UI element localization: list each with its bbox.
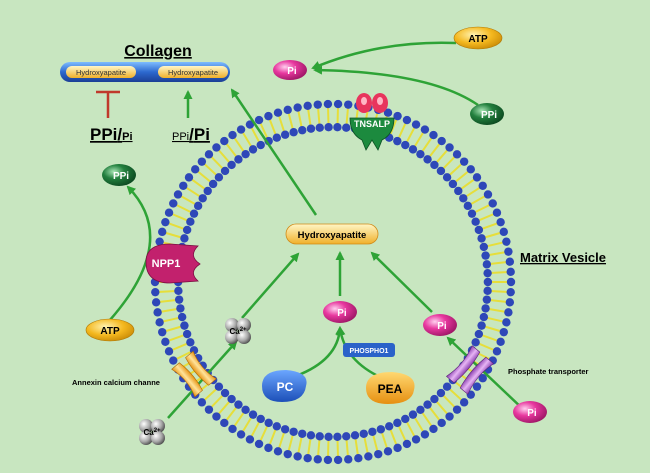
phosphate-transporter bbox=[445, 345, 495, 395]
hydroxyapatite-label-2: Hydroxyapatite bbox=[168, 68, 218, 77]
ppi-label-left: PPi bbox=[113, 171, 129, 182]
calcium-cluster-outer: Ca2+ bbox=[139, 419, 165, 445]
ppi-label-top: PPi bbox=[481, 110, 497, 121]
arrow-pi-right-to-ha bbox=[370, 251, 433, 313]
atp-molecule-left bbox=[85, 318, 135, 342]
matrix-vesicle-label: Matrix Vesicle bbox=[520, 250, 606, 265]
pi-label-outer: Pi bbox=[527, 408, 537, 419]
ppi-molecule-top bbox=[470, 103, 504, 125]
svg-text:Ca2+: Ca2+ bbox=[143, 428, 161, 437]
arrow-atp-to-ppi bbox=[109, 185, 152, 321]
atp-label-top: ATP bbox=[468, 34, 488, 45]
hydroxyapatite-crystal-1 bbox=[66, 66, 136, 78]
arrow-vesicle-to-collagen bbox=[230, 88, 318, 216]
svg-text:PPi/Pi: PPi/Pi bbox=[90, 125, 133, 144]
pi-molecule-outer bbox=[513, 401, 547, 423]
pi-molecule-top bbox=[273, 60, 307, 80]
svg-text:Ca2+: Ca2+ bbox=[229, 327, 247, 336]
phospho1-enzyme bbox=[343, 343, 395, 357]
collagen-title: Collagen bbox=[124, 43, 192, 60]
pea-label: PEA bbox=[378, 382, 403, 396]
atp-molecule-top bbox=[453, 26, 503, 50]
pi-molecule-mid bbox=[323, 301, 357, 323]
arrow-pc-to-pi bbox=[295, 326, 345, 378]
pi-label-mid: Pi bbox=[337, 308, 347, 319]
vesicle-membrane bbox=[150, 99, 516, 465]
svg-text:PPi/Pi: PPi/Pi bbox=[172, 125, 210, 144]
ratio-ppi-pi-left: PPi/Pi bbox=[90, 125, 133, 144]
arrow-atp-to-pi bbox=[311, 41, 457, 70]
pc-molecule bbox=[262, 370, 307, 402]
pc-label: PC bbox=[277, 380, 294, 394]
hydroxyapatite-label-1: Hydroxyapatite bbox=[76, 68, 126, 77]
pi-label-right: Pi bbox=[437, 321, 447, 332]
npp1-enzyme bbox=[145, 243, 201, 284]
pea-molecule bbox=[366, 372, 415, 404]
npp1-label: NPP1 bbox=[152, 258, 181, 270]
tnsalp-enzyme bbox=[349, 93, 395, 151]
pi-molecule-right bbox=[423, 314, 457, 336]
pi-label-top: Pi bbox=[287, 66, 297, 77]
calcium-cluster-inner: Ca2+ bbox=[225, 318, 251, 344]
hydroxyapatite-crystal-2 bbox=[158, 66, 228, 78]
annexin-label: Annexin calcium channe bbox=[72, 378, 160, 387]
phospho1-label: PHOSPHO1 bbox=[350, 348, 389, 355]
annexin-channel bbox=[171, 350, 217, 398]
hydroxyapatite-vesicle bbox=[285, 223, 379, 245]
inhibition bbox=[96, 90, 120, 118]
arrow-ppi-to-pi bbox=[313, 65, 479, 107]
phosphate-transporter-label: Phosphate transporter bbox=[508, 367, 589, 376]
arrows bbox=[109, 41, 525, 419]
ppi-molecule-left bbox=[102, 164, 136, 186]
hydroxyapatite-vesicle-label: Hydroxyapatite bbox=[298, 230, 367, 241]
arrow-ca-out-in bbox=[167, 340, 238, 419]
ratio-ppi-pi-right: PPi/Pi bbox=[172, 125, 210, 144]
atp-label-left: ATP bbox=[100, 326, 120, 337]
arrow-ca-to-ha bbox=[241, 252, 300, 319]
arrow-pi-out-in bbox=[446, 336, 525, 411]
tnsalp-label: TNSALP bbox=[354, 119, 390, 129]
